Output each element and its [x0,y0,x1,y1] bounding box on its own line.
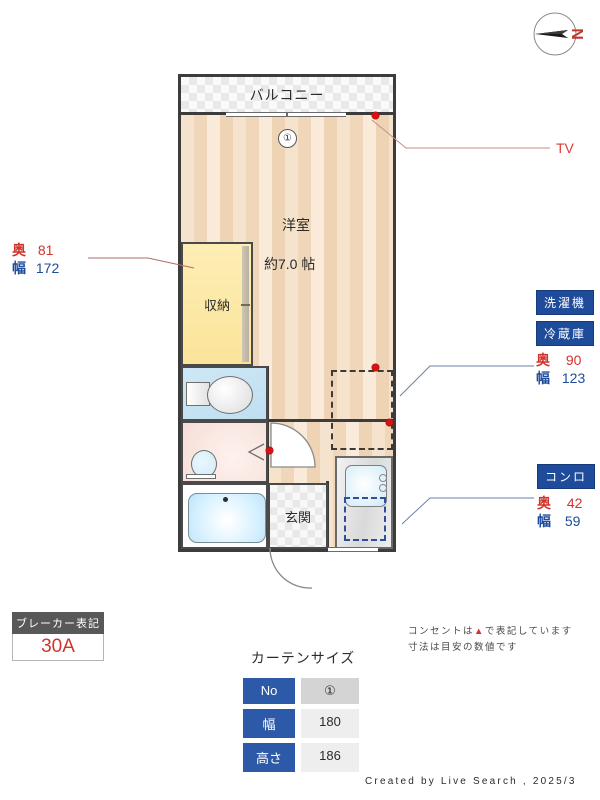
stove-space-outline [344,497,386,541]
entrance-area: 玄関 [268,483,328,549]
curtain-row-value: 186 [301,743,359,772]
compass-rose: N [528,6,590,62]
stove-depth-value: 42 [566,495,583,511]
curtain-row-value: 180 [301,709,359,738]
table-row: 幅 180 [243,709,363,738]
closet-dimensions: 奥 81 幅 172 [12,242,59,277]
compass-north-label: N [567,28,585,40]
closet-area: 収納 [181,242,253,366]
stove-callout: コンロ 奥 42 幅 59 [537,464,596,530]
balcony-area: バルコニー [181,77,393,115]
curtain-row-value: ① [301,678,359,704]
main-room-name: 洋室 [282,217,310,233]
entrance-label: 玄関 [284,509,311,525]
footer-credit: Created by Live Search , 2025/3 [365,776,577,787]
bathroom-area [181,483,268,549]
outlet-marker-kitchen-mid [386,419,393,426]
main-room-size: 約7.0 帖 [264,256,316,272]
toilet-tank-icon [186,382,210,406]
curtain-row-key: No [243,678,295,704]
balcony-window [226,112,346,117]
stove-badge: コンロ [537,464,596,489]
closet-leader-line [88,257,195,269]
tv-callout-label: TV [556,140,574,156]
floor-plan: バルコニー ① 洋室 約7.0 帖 収納 玄関 [178,74,396,589]
appliance-callout: 洗濯機 冷蔵庫 奥 90 幅 123 [536,290,595,387]
legend-notes: コンセントは▲で表記しています 寸法は目安の数値です [408,624,573,656]
closet-width-key: 幅 [12,259,26,276]
washroom-folding-door-icon [247,443,265,461]
entrance-door-arc-icon [269,547,313,589]
outlet-marker-balcony-side [372,112,379,119]
closet-depth-key: 奥 [12,242,26,258]
table-row: 高さ 186 [243,743,363,772]
breaker-info: ブレーカー表記 30A [12,612,104,661]
curtain-table-title: カーテンサイズ [250,650,356,666]
stove-width-value: 59 [564,512,581,529]
toilet-room [181,366,268,421]
appliance-width-key: 幅 [536,369,550,386]
washer-badge: 洗濯機 [536,290,595,315]
washbasin-icon [186,447,217,479]
sink-tap-icon [379,474,387,482]
toilet-bowl-icon [207,376,253,414]
curtain-row-key: 高さ [243,743,295,772]
stove-depth-key: 奥 [537,495,551,511]
room-door-arc-icon [270,422,316,468]
outlet-marker-hall [266,447,273,454]
appliance-space-outline [331,370,393,450]
note-line-2: 寸法は目安の数値です [408,642,519,654]
outlet-marker-kitchen-top [372,364,379,371]
washroom-area [181,421,268,483]
triangle-icon: ▲ [474,626,485,637]
appliance-leader-line [399,365,534,397]
appliance-depth-key: 奥 [536,352,550,368]
tv-leader-line [371,119,550,149]
curtain-size-table: カーテンサイズ No ① 幅 180 高さ 186 [243,648,363,777]
breaker-title: ブレーカー表記 [12,612,104,634]
bathtub-drain-icon [222,497,228,502]
appliance-width-value: 123 [561,369,586,386]
stove-leader-line [401,497,534,525]
note-outlet-suffix: で表記しています [484,626,573,637]
curtain-row-key: 幅 [243,709,295,738]
kitchen-sink-unit [335,456,393,549]
breaker-value: 30A [12,634,104,661]
sink-tap-icon-2 [379,484,387,492]
note-outlet-prefix: コンセントは [408,626,475,637]
closet-sliding-door [241,246,250,362]
closet-label: 収納 [203,297,230,313]
fridge-badge: 冷蔵庫 [536,321,595,346]
stove-width-key: 幅 [537,512,551,529]
interior-wall-h1 [268,419,393,422]
closet-depth-value: 81 [37,242,54,258]
appliance-depth-value: 90 [565,352,582,368]
closet-width-value: 172 [35,259,60,276]
window-number-marker: ① [278,129,297,148]
note-line-1: コンセントは▲で表記しています [408,624,573,640]
table-row: No ① [243,678,363,704]
balcony-label: バルコニー [249,86,325,103]
kitchen-bottom-window [328,547,378,552]
